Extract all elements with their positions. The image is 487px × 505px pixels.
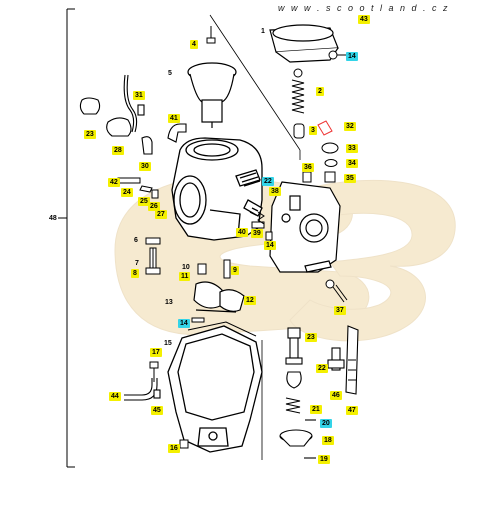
top-cap [269,24,339,63]
callout-14-c: 14 [178,319,190,328]
pump-stack [279,327,316,459]
guide-lines [209,14,301,460]
callout-17: 17 [150,348,162,357]
callout-24: 24 [121,188,133,197]
callout-34: 34 [346,159,358,168]
pump-rod [327,325,359,395]
callout-41: 41 [168,114,180,123]
left-fittings [79,74,187,155]
callout-48: 48 [49,215,57,222]
callout-37: 37 [334,306,346,315]
callout-10: 10 [182,264,190,271]
callout-4: 4 [190,40,198,49]
float-assembly [193,281,245,313]
callout-27: 27 [155,210,167,219]
callout-39: 39 [251,229,263,238]
callout-30: 30 [139,162,151,171]
callout-21: 21 [310,405,322,414]
callout-6: 6 [134,237,138,244]
screw-14 [328,50,346,60]
screw-4 [206,26,216,44]
drain-hose [124,378,161,401]
callout-11: 11 [179,272,191,281]
callout-3: 3 [309,126,317,135]
callout-36: 36 [302,163,314,172]
side-cover [269,181,341,273]
carburetor-body [171,137,263,241]
callout-22: 22 [262,177,274,186]
callout-45: 45 [151,406,163,415]
callout-19: 19 [318,455,330,464]
callout-25: 25 [138,197,150,206]
fittings-right [302,142,339,183]
bowl-gasket [187,321,257,337]
callout-8: 8 [131,269,139,278]
screw-37 [325,279,348,303]
callout-12: 12 [244,296,256,305]
jets-center [197,259,231,279]
callout-44: 44 [109,392,121,401]
callout-1: 1 [261,28,265,35]
callout-33: 33 [346,144,358,153]
callout-26: 26 [148,202,160,211]
callout-47: 47 [346,406,358,415]
watermark-text: w w w . s c o o t l a n d . c z [278,3,450,13]
callout-32: 32 [344,122,356,131]
callout-18: 18 [322,436,334,445]
callout-23-b: 23 [305,333,317,342]
callout-22-b: 22 [316,364,328,373]
callout-28: 28 [112,146,124,155]
callout-31: 31 [133,91,145,100]
needle-parts [293,120,333,139]
mixture-screws [251,211,273,241]
callout-46: 46 [330,391,342,400]
jets-left [145,237,161,275]
vacuum-piston [187,62,237,128]
callout-14: 14 [346,52,358,61]
callout-7: 7 [135,260,139,267]
float-bowl [167,325,263,453]
spring [291,68,305,114]
callout-35: 35 [344,174,356,183]
callout-13: 13 [165,299,173,306]
callout-38: 38 [269,187,281,196]
callout-15: 15 [164,340,172,347]
float-pin [191,317,205,323]
callout-40: 40 [236,228,248,237]
callout-43: 43 [358,15,370,24]
callout-16: 16 [168,444,180,453]
bowl-screws [149,361,189,449]
callout-5: 5 [168,70,172,77]
assembly-bracket [58,8,75,468]
callout-9: 9 [231,266,239,275]
callout-23: 23 [84,130,96,139]
callout-14-b: 14 [264,241,276,250]
callout-2: 2 [316,87,324,96]
callout-42: 42 [108,178,120,187]
callout-20: 20 [320,419,332,428]
